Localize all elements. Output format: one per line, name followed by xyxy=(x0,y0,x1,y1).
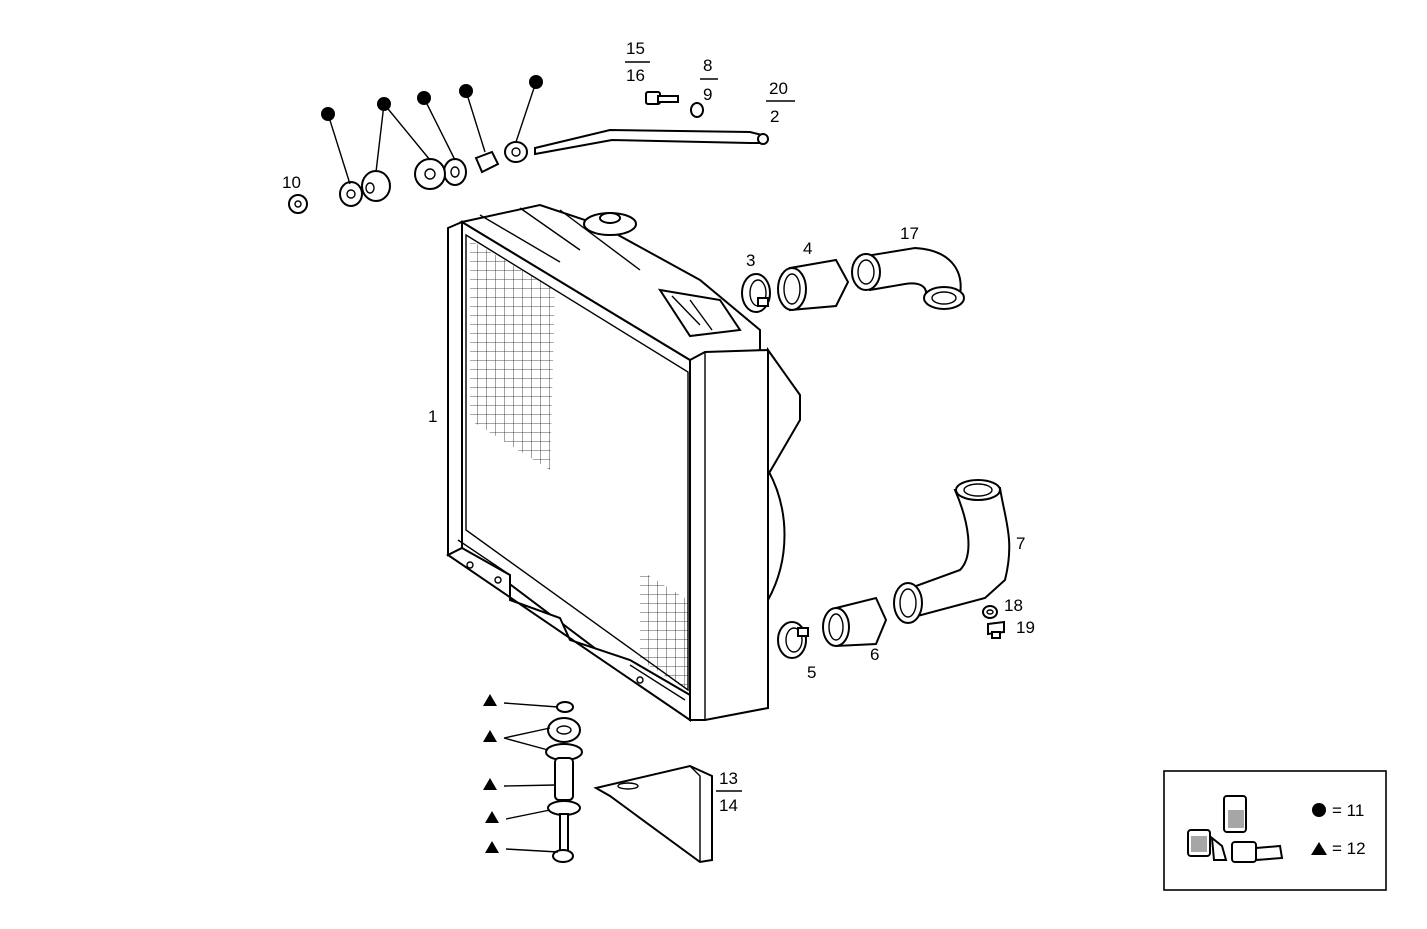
callout-17: 17 xyxy=(900,224,919,243)
callout-13: 13 xyxy=(719,769,738,788)
callout-2: 2 xyxy=(770,107,779,126)
callout-labels: 1 3 4 17 7 18 19 5 6 10 15 16 8 9 20 2 1… xyxy=(282,39,1035,815)
lower-hose-clamp xyxy=(777,621,809,659)
callout-3: 3 xyxy=(746,251,755,270)
radiator-core xyxy=(446,203,801,723)
drain-washer xyxy=(982,605,998,619)
legend-dot-symbol xyxy=(1312,803,1326,817)
callout-8: 8 xyxy=(703,56,712,75)
lower-hose xyxy=(822,596,888,648)
callout-10: 10 xyxy=(282,173,301,192)
legend-box: = 11 = 12 xyxy=(1163,770,1387,891)
callout-1: 1 xyxy=(428,407,437,426)
mounting-bushing-set xyxy=(288,141,528,214)
callout-18: 18 xyxy=(1004,596,1023,615)
callout-14: 14 xyxy=(719,796,738,815)
drain-plug xyxy=(987,620,1005,639)
triangle-markers xyxy=(483,694,559,853)
bolt xyxy=(645,91,679,105)
callout-4: 4 xyxy=(803,239,812,258)
lower-elbow-pipe xyxy=(893,479,1011,624)
upper-elbow-pipe xyxy=(851,246,965,310)
angle-bracket xyxy=(593,764,713,864)
tie-rod xyxy=(534,128,769,156)
callout-15: 15 xyxy=(626,39,645,58)
bottom-mount-stack xyxy=(545,701,583,863)
upper-hose-clamp xyxy=(741,273,771,313)
washer-small xyxy=(690,102,704,118)
callout-16: 16 xyxy=(626,66,645,85)
dot-markers xyxy=(321,75,543,185)
callout-5: 5 xyxy=(807,663,816,682)
callout-20: 20 xyxy=(769,79,788,98)
legend-triangle-symbol xyxy=(1311,842,1327,855)
callout-7: 7 xyxy=(1016,534,1025,553)
callout-6: 6 xyxy=(870,645,879,664)
legend-dot-text: = 11 xyxy=(1332,801,1364,820)
adhesive-products-icon xyxy=(1187,795,1284,863)
upper-hose xyxy=(777,258,850,312)
callout-19: 19 xyxy=(1016,618,1035,637)
legend-triangle-text: = 12 xyxy=(1332,839,1366,858)
callout-9: 9 xyxy=(703,85,712,104)
